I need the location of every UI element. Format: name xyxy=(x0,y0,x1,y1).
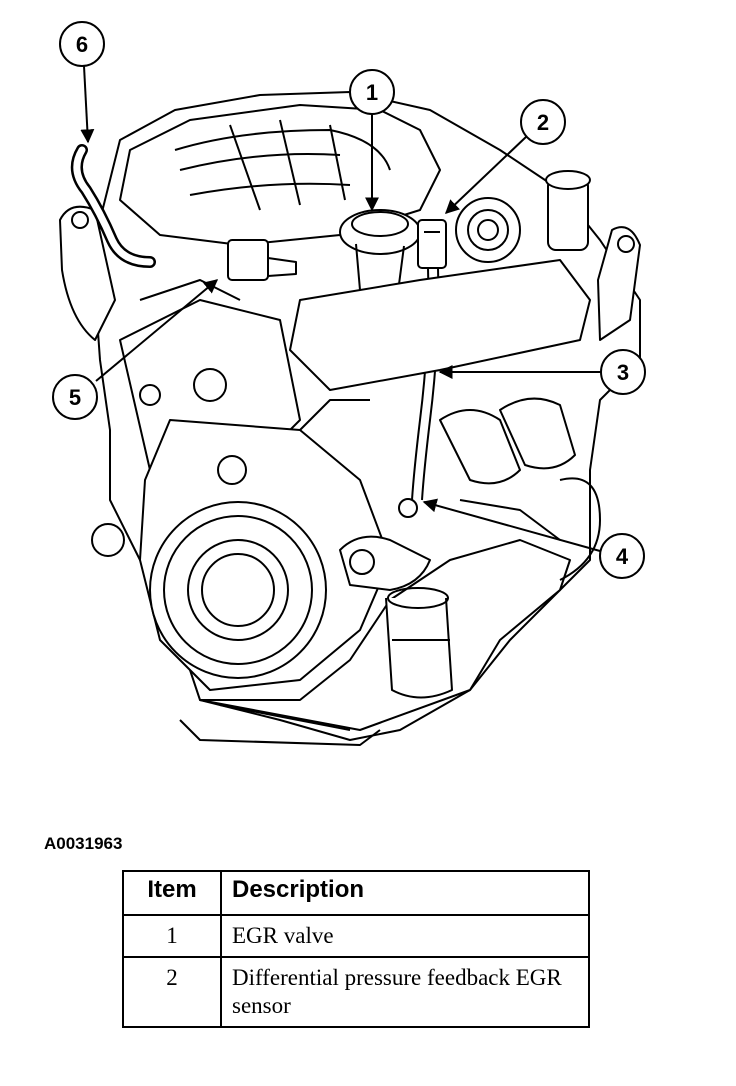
figure-id: A0031963 xyxy=(44,834,123,853)
engine-illustration xyxy=(59,91,641,746)
table-header-row: Item Description xyxy=(122,870,590,916)
callout-4-label: 4 xyxy=(616,544,629,569)
callout-3-circle xyxy=(600,349,646,395)
callout-3-label: 3 xyxy=(617,360,629,385)
column-header-item: Item xyxy=(122,870,222,916)
engine-diagram: 1 2 3 4 5 6 xyxy=(52,21,646,746)
column-header-description: Description xyxy=(220,870,590,916)
table-cell-item: 2 xyxy=(122,956,222,1028)
callout-2-label: 2 xyxy=(537,110,549,135)
table-cell-item: 1 xyxy=(122,914,222,958)
callout-2-circle xyxy=(520,99,566,145)
callout-6-circle xyxy=(59,21,105,67)
table-cell-description: EGR valve xyxy=(220,914,590,958)
item-description-table: Item Description 1 EGR valve 2 Different… xyxy=(122,870,590,1028)
callout-6-label: 6 xyxy=(76,32,88,57)
table-row: 2 Differential pressure feedback EGR sen… xyxy=(122,956,590,1028)
callout-bubbles xyxy=(52,21,646,579)
callout-5-label: 5 xyxy=(69,385,81,410)
callout-1-circle xyxy=(349,69,395,115)
callout-numbers: 1 2 3 4 5 6 xyxy=(69,32,629,569)
callout-leaders xyxy=(80,65,601,552)
table-row: 1 EGR valve xyxy=(122,914,590,958)
table-cell-description: Differential pressure feedback EGR senso… xyxy=(220,956,590,1028)
callout-4-circle xyxy=(599,533,645,579)
callout-5-circle xyxy=(52,374,98,420)
callout-1-label: 1 xyxy=(366,80,378,105)
